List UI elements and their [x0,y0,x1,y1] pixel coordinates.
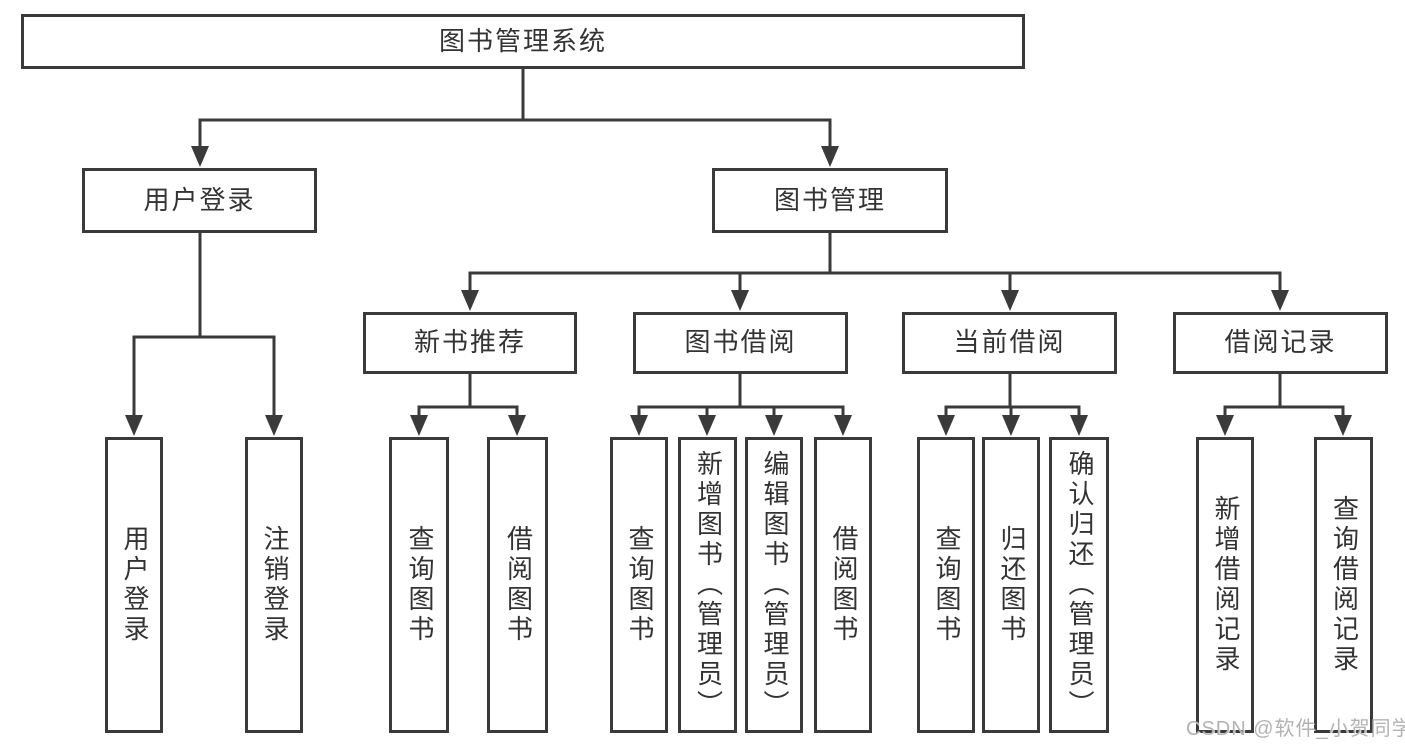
arrowhead-icon [461,290,479,311]
leaf-query-books: 查询图书 [917,437,975,733]
edges-borrow-records [1216,374,1352,436]
leaf-logout-login: 注销登录 [245,437,303,733]
node-library-management-system: 图书管理系统 [21,14,1025,69]
node-borrow-records: 借阅记录 [1173,312,1388,374]
arrowhead-icon [821,146,839,167]
leaf-query-books: 查询图书 [610,437,668,733]
arrowhead-icon [410,415,428,436]
leaf-query-books: 查询图书 [389,437,449,733]
leaf-return-books: 归还图书 [982,437,1040,733]
leaf-add-books-admin: 新增图书（管理员） [678,437,737,733]
node-book-management: 图书管理 [712,168,948,233]
edges-book-borrow [630,374,852,436]
leaf-confirm-return-admin: 确认归还（管理员） [1049,437,1109,733]
node-new-book-recommend: 新书推荐 [363,312,577,374]
arrowhead-icon [191,146,209,167]
edges-current-borrow [937,374,1088,436]
node-user-login: 用户登录 [82,168,317,233]
arrowhead-icon [265,415,283,436]
arrowhead-icon [1070,415,1088,436]
arrowhead-icon [1271,290,1289,311]
leaf-user-login: 用户登录 [105,437,163,733]
node-current-borrow: 当前借阅 [902,312,1117,374]
arrowhead-icon [1001,290,1019,311]
arrowhead-icon [1216,415,1234,436]
arrowhead-icon [1334,415,1352,436]
arrowhead-icon [125,415,143,436]
node-book-borrow: 图书借阅 [633,312,848,374]
leaf-query-borrow-record: 查询借阅记录 [1314,437,1373,733]
arrowhead-icon [937,415,955,436]
arrowhead-icon [731,290,749,311]
leaf-borrow-books: 借阅图书 [814,437,872,733]
edges-book-management [461,233,1289,311]
arrowhead-icon [1002,415,1020,436]
leaf-add-borrow-record: 新增借阅记录 [1196,437,1254,733]
edges-user-login [125,233,283,436]
arrowhead-icon [698,415,716,436]
leaf-borrow-books: 借阅图书 [487,437,548,733]
arrowhead-icon [508,415,526,436]
edges-root [191,69,839,167]
arrowhead-icon [630,415,648,436]
arrowhead-icon [765,415,783,436]
edges-new-book-recommend [410,374,526,436]
arrowhead-icon [834,415,852,436]
leaf-edit-books-admin: 编辑图书（管理员） [745,437,803,733]
watermark: CSDN @软件_小贺同学 [1186,718,1405,740]
